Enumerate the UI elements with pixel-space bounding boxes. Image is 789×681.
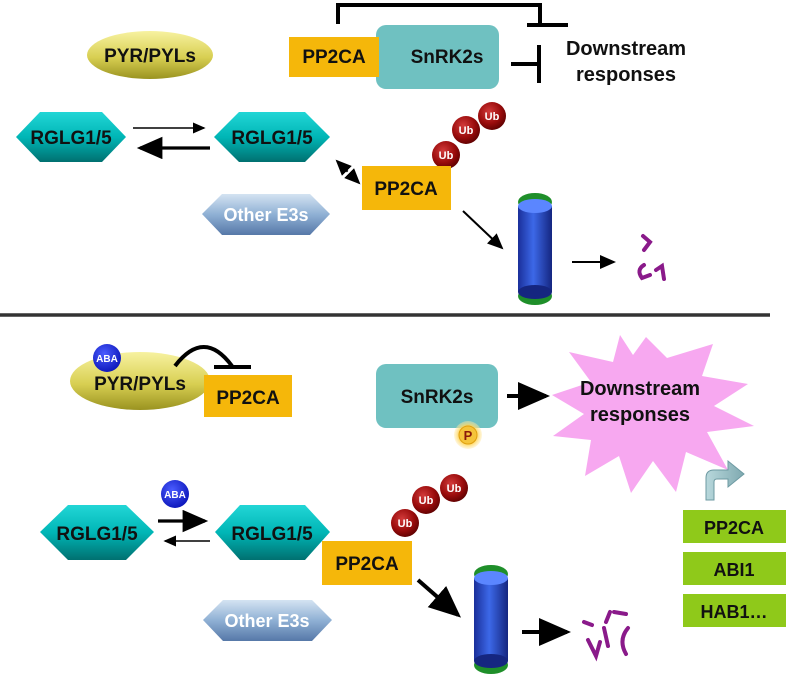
- top-pp2ca-ub-node: PP2CA: [362, 166, 451, 210]
- bottom-pp2ca-ub-label: PP2CA: [335, 554, 399, 575]
- top-other-e3s-label: Other E3s: [223, 205, 308, 225]
- top-pp2ca-ub-label: PP2CA: [374, 179, 438, 200]
- top-ub-chain: Ub Ub Ub: [432, 102, 506, 169]
- bottom-downstream-line2: responses: [590, 404, 690, 426]
- bottom-pp2ca-bound-label: PP2CA: [216, 388, 280, 409]
- top-pp2ca-complex-label: PP2CA: [302, 47, 366, 68]
- bottom-ub-chain: Ub Ub Ub: [391, 474, 468, 537]
- bottom-aba-label-2: ABA: [164, 490, 186, 501]
- bottom-rglg-right-label: RGLG1/5: [231, 524, 313, 545]
- top-other-e3s-node: Other E3s: [202, 194, 330, 235]
- bottom-downstream-line1: Downstream: [580, 378, 700, 400]
- top-ub-1: [432, 141, 460, 169]
- top-rglg-right-node: RGLG1/5: [214, 112, 330, 162]
- bottom-gene-induction-arrow-icon: [705, 459, 745, 501]
- gene-box: HAB1…: [683, 594, 786, 627]
- bottom-downstream-burst: Downstream responses: [552, 335, 754, 493]
- top-pyr-node: PYR/PYLs: [87, 31, 213, 79]
- bottom-ub-3: [440, 474, 468, 502]
- top-downstream-line1: Downstream: [566, 38, 686, 60]
- bottom-ub-label-3: Ub: [447, 483, 462, 495]
- top-degradation-arrow: [462, 210, 504, 250]
- gene-label-abi1: ABI1: [713, 560, 754, 580]
- bottom-aba-molecule-2: ABA: [161, 480, 189, 508]
- gene-box: PP2CA: [683, 510, 786, 543]
- gene-box: ABI1: [683, 552, 786, 585]
- bottom-ub-1: [391, 509, 419, 537]
- top-ub-label-3: Ub: [485, 111, 500, 123]
- bottom-aba-molecule-1: ABA: [93, 344, 121, 372]
- bottom-ub-2: [412, 486, 440, 514]
- top-snrk2s-label: SnRK2s: [411, 47, 484, 68]
- bottom-rglg-left-node: RGLG1/5: [40, 505, 154, 560]
- bottom-pyr-label: PYR/PYLs: [94, 374, 186, 395]
- top-ub-label-1: Ub: [439, 150, 454, 162]
- bottom-snrk2s-node: SnRK2s: [376, 364, 498, 428]
- bottom-ub-label-2: Ub: [419, 495, 434, 507]
- bottom-degradation-arrow: [416, 578, 462, 618]
- top-ub-2: [452, 116, 480, 144]
- top-rglg-left-node: RGLG1/5: [16, 112, 126, 162]
- top-peptide-fragments-icon: [637, 234, 666, 281]
- gene-label-hab1: HAB1…: [700, 602, 767, 622]
- top-dotted-interaction-arrow: [335, 159, 361, 185]
- top-snrk2s-node: SnRK2s: [376, 25, 499, 89]
- top-pp2ca-complex-node: PP2CA: [289, 37, 379, 77]
- bottom-pyr-node: PYR/PYLs: [70, 352, 210, 410]
- bottom-pp2ca-ub-node: PP2CA: [322, 541, 412, 585]
- top-ub-3: [478, 102, 506, 130]
- bottom-gene-list: PP2CA ABI1 HAB1…: [683, 510, 786, 627]
- top-inhibition-bracket: [336, 3, 542, 25]
- bottom-phospho-icon: P: [454, 421, 482, 449]
- top-rglg-left-label: RGLG1/5: [30, 128, 112, 149]
- bottom-rglg-right-node: RGLG1/5: [215, 505, 330, 560]
- bottom-other-e3s-label: Other E3s: [224, 611, 309, 631]
- bottom-proteasome-icon: [474, 565, 508, 674]
- bottom-aba-label-1: ABA: [96, 354, 118, 365]
- bottom-rglg-left-label: RGLG1/5: [56, 524, 138, 545]
- bottom-snrk2s-label: SnRK2s: [401, 387, 474, 408]
- bottom-other-e3s-node: Other E3s: [203, 600, 332, 641]
- bottom-inhibition-arc: [173, 345, 234, 368]
- top-rglg-right-label: RGLG1/5: [231, 128, 313, 149]
- top-ub-label-2: Ub: [459, 125, 474, 137]
- gene-label-pp2ca: PP2CA: [704, 518, 764, 538]
- top-downstream-line2: responses: [576, 64, 676, 86]
- bottom-phospho-label: P: [464, 428, 473, 443]
- bottom-peptide-fragments-icon: [582, 610, 630, 662]
- top-pyr-label: PYR/PYLs: [104, 46, 196, 67]
- bottom-ub-label-1: Ub: [398, 518, 413, 530]
- bottom-pp2ca-bound-node: PP2CA: [204, 375, 292, 417]
- top-proteasome-icon: [518, 193, 552, 305]
